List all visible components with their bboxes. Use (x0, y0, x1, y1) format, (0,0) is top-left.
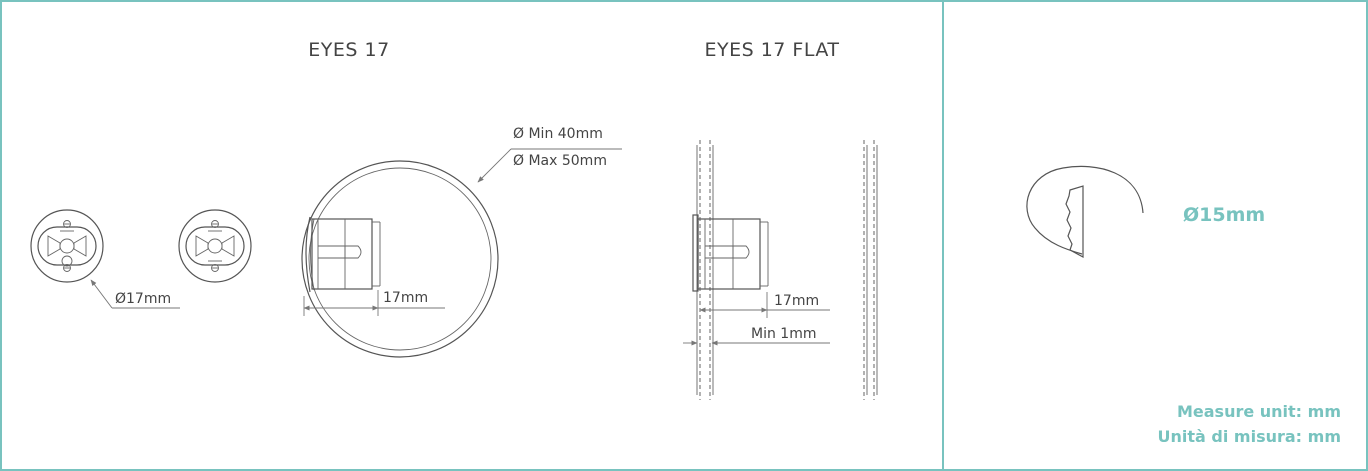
side-view-eyes17 (305, 216, 381, 293)
dim-flat-depth-17: 17mm (774, 293, 819, 309)
dim-min-1: Min 1mm (751, 326, 816, 342)
side-view-flat (692, 140, 878, 400)
title-eyes17-flat: EYES 17 FLAT (704, 39, 839, 61)
front-view-eyes17 (30, 209, 104, 283)
drill-hole-diagram (1026, 165, 1144, 259)
measure-unit-it: Unità di misura: mm (1158, 427, 1341, 446)
dim-hole-15: Ø15mm (1183, 204, 1265, 226)
measure-unit-en: Measure unit: mm (1177, 402, 1341, 421)
dim-diameter-17: Ø17mm (115, 291, 171, 307)
dim-depth-17: 17mm (383, 290, 428, 306)
dim-max-50: Ø Max 50mm (513, 153, 607, 169)
dim-min-40: Ø Min 40mm (513, 126, 603, 142)
front-view-eyes17-flat (178, 209, 252, 283)
title-eyes17: EYES 17 (308, 39, 389, 61)
mounting-ring (301, 160, 499, 358)
